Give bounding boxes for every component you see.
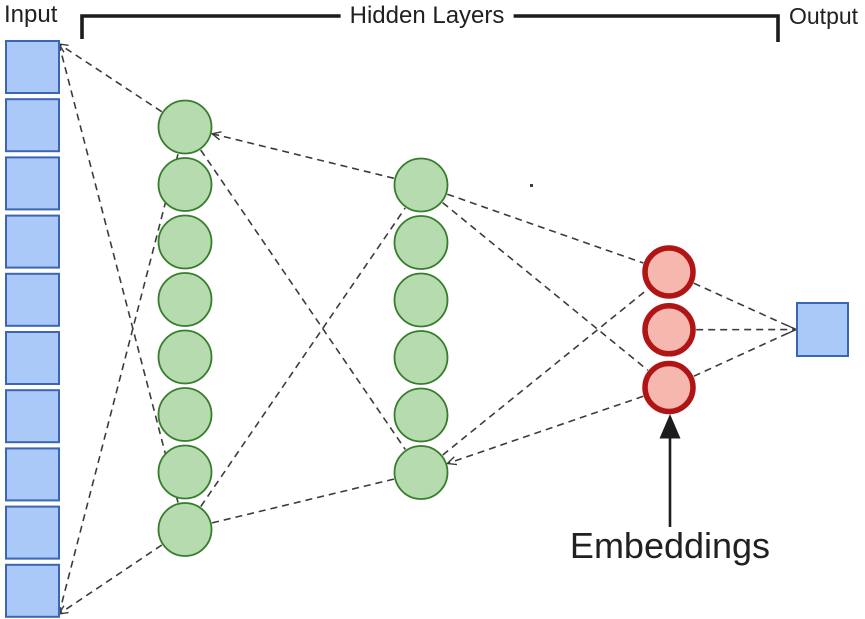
- hidden-2-node: [393, 272, 449, 328]
- hidden-1-node: [157, 157, 213, 212]
- embeddings-node: [642, 360, 696, 415]
- connector-line: [211, 478, 395, 524]
- connector-line: [447, 395, 644, 463]
- input-node: [5, 214, 60, 269]
- connector-line: [59, 44, 163, 113]
- connector-line: [447, 193, 644, 264]
- hidden-2-node: [393, 387, 449, 443]
- hidden-2-node: [393, 215, 449, 270]
- hidden-1-node: [157, 99, 213, 155]
- network-nodes: [5, 40, 849, 618]
- input-node: [5, 98, 60, 153]
- output-label: Output: [789, 3, 859, 29]
- connector-line: [58, 153, 179, 615]
- input-node: [5, 40, 60, 94]
- connector-line: [58, 43, 179, 503]
- input-node: [5, 505, 60, 560]
- stray-mark: [530, 184, 533, 187]
- hidden-layers-label: Hidden Layers: [340, 1, 514, 30]
- input-node: [5, 156, 60, 211]
- input-node: [5, 389, 60, 444]
- embeddings-arrowhead-icon: [659, 414, 681, 439]
- connector-line: [693, 328, 797, 377]
- input-node: [5, 447, 60, 502]
- input-node: [5, 563, 60, 618]
- input-node: [5, 331, 60, 385]
- connector-line: [200, 207, 406, 507]
- hidden-1-node: [157, 387, 213, 442]
- hidden-1-node: [157, 214, 213, 270]
- hidden-1-node: [157, 502, 213, 557]
- hidden-2-node: [393, 330, 449, 385]
- embeddings-node: [642, 303, 696, 357]
- embeddings-label: Embeddings: [569, 525, 771, 566]
- connector-lines: [59, 44, 796, 614]
- input-node: [5, 272, 60, 327]
- connector-line: [442, 288, 649, 456]
- hidden-1-node: [157, 272, 213, 327]
- hidden-2-node: [393, 445, 449, 500]
- embeddings-node: [642, 245, 696, 299]
- connector-line: [693, 282, 797, 331]
- connector-line: [212, 134, 395, 180]
- input-label: Input: [4, 1, 58, 28]
- hidden-2-node: [393, 157, 449, 213]
- connector-line: [200, 149, 406, 450]
- hidden-1-node: [157, 444, 213, 500]
- connector-line: [59, 544, 163, 614]
- output-node: [796, 302, 849, 357]
- connector-line: [442, 201, 649, 371]
- hidden-1-node: [157, 329, 213, 385]
